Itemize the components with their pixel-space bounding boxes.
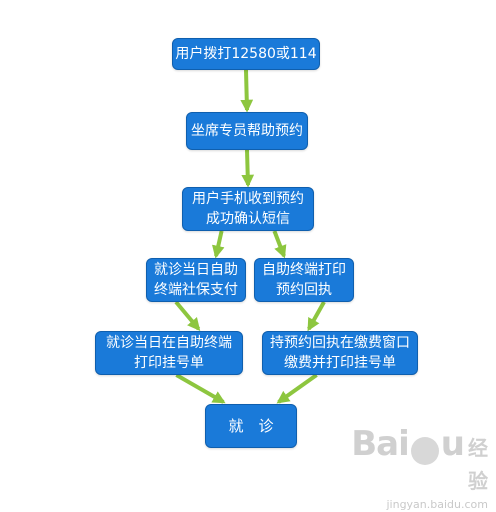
node-sms: 用户手机收到预约 成功确认短信 [182, 187, 314, 231]
node-right-print-receipt-line-1: 自助终端打印 [262, 262, 346, 278]
node-left-pay: 就诊当日自助 终端社保支付 [146, 258, 246, 302]
node-left-print-ticket-line-2: 打印挂号单 [134, 355, 204, 371]
node-left-print-ticket-line-1: 就诊当日在自助终端 [106, 335, 232, 351]
node-right-print-receipt-line-2: 预约回执 [276, 282, 332, 298]
node-left-print-ticket: 就诊当日在自助终端 打印挂号单 [95, 331, 243, 375]
arrow-dial-to-agent [240, 69, 254, 113]
node-left-pay-line-2: 终端社保支付 [154, 282, 238, 298]
flowchart-canvas: 用户拨打12580或114 坐席专员帮助预约 用户手机收到预约 成功确认短信 就… [95, 38, 488, 511]
node-agent: 坐席专员帮助预约 [186, 112, 308, 150]
arrow-agent-to-sms [241, 149, 255, 188]
arrow-left-pay-to-left-print-ticket [174, 300, 201, 331]
node-visit-line-1: 就 诊 [228, 417, 274, 435]
node-visit: 就 诊 [205, 404, 297, 448]
node-agent-line-1: 坐席专员帮助预约 [191, 123, 303, 139]
node-dial-line-1: 用户拨打12580或114 [175, 46, 317, 62]
node-right-pay-print: 持预约回执在缴费窗口 缴费并打印挂号单 [262, 331, 418, 375]
arrow-sms-to-left-pay [211, 230, 225, 259]
arrow-sms-to-right-print-receipt [272, 230, 287, 259]
node-right-print-receipt: 自助终端打印 预约回执 [254, 258, 354, 302]
arrow-left-print-ticket-to-visit [175, 373, 226, 404]
arrow-right-pay-print-to-visit [276, 373, 318, 404]
node-left-pay-line-1: 就诊当日自助 [154, 262, 238, 278]
node-right-pay-print-line-1: 持预约回执在缴费窗口 [270, 335, 410, 351]
node-sms-line-2: 成功确认短信 [206, 211, 290, 227]
node-right-pay-print-line-2: 缴费并打印挂号单 [284, 355, 396, 371]
arrow-right-print-receipt-to-right-pay-print [307, 301, 326, 332]
arrow-layer [174, 69, 326, 404]
node-sms-line-1: 用户手机收到预约 [192, 191, 304, 207]
node-dial: 用户拨打12580或114 [172, 38, 320, 70]
